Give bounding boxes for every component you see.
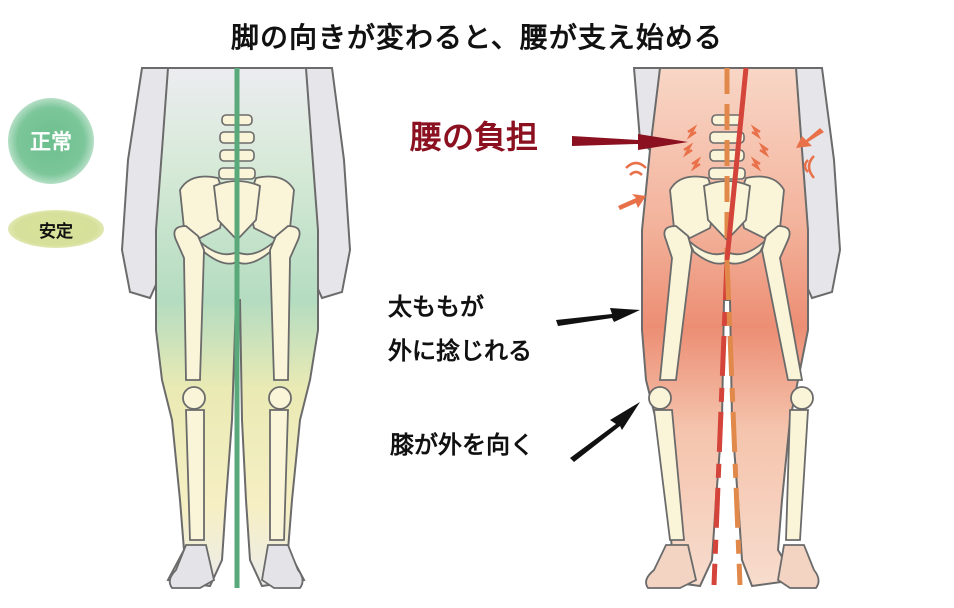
thigh-twist-label-line1: 太ももが <box>388 293 484 321</box>
stable-badge: 安定 <box>8 210 104 248</box>
right-feet <box>645 544 820 589</box>
thigh-twist-label-line2: 外に捻じれる <box>388 337 532 365</box>
lower-back-load-label: 腰の負担 <box>410 118 539 156</box>
right-femurs <box>648 225 814 541</box>
knee-arrow-icon <box>570 402 640 462</box>
normal-badge: 正常 <box>8 98 94 184</box>
stable-badge-label: 安定 <box>39 221 73 242</box>
knee-out-label: 膝が外を向く <box>390 431 534 459</box>
pressure-arrows <box>618 128 824 210</box>
thigh-arrow-icon <box>556 308 640 326</box>
strain-marks <box>625 124 815 179</box>
right-pelvis <box>669 175 785 265</box>
left-feet <box>168 544 304 589</box>
normal-badge-label: 正常 <box>30 130 72 154</box>
diagram-title: 脚の向きが変わると、腰が支え始める <box>231 21 723 54</box>
strained-alignment-lines <box>711 67 749 586</box>
lower-back-arrow-icon <box>572 134 688 150</box>
left-femurs <box>173 225 301 541</box>
callout-arrows <box>556 134 688 462</box>
